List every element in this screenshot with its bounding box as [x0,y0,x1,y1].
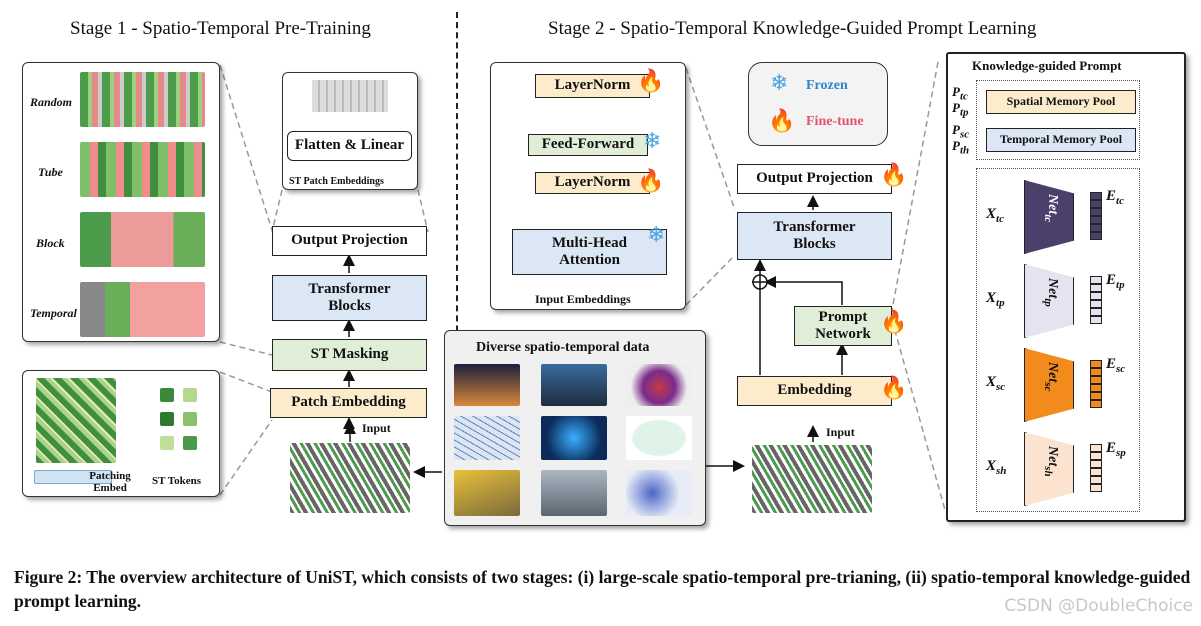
stage1-title: Stage 1 - Spatio-Temporal Pre-Training [70,18,371,39]
e-embedding-label: Etc [1106,188,1124,207]
p-label: Ptp [952,100,969,119]
e-embedding-label: Etp [1106,272,1125,291]
mask-label-block: Block [36,236,65,250]
feed-forward-box: Feed-Forward [528,134,648,156]
fire-icon: 🔥 [880,162,908,187]
fire-icon: 🔥 [768,108,796,133]
stage2-transformer-blocks: Transformer Blocks [737,212,892,260]
fire-icon: 🔥 [637,68,665,93]
thumb-heatmap [626,364,692,406]
legend-frozen: Frozen [806,78,848,93]
raw-grid-visual [36,378,116,463]
net-trapezoid [1024,264,1074,338]
thumb-clock [626,416,692,460]
snowflake-icon: ❄ [643,128,662,153]
layernorm-top-label: LayerNorm [554,77,631,94]
thumb-city [454,364,520,406]
fire-icon: 🔥 [637,168,665,193]
mask-visual-random [80,72,205,127]
embedding-stack [1090,276,1102,324]
thumb-network [626,470,692,516]
embedding-box: Embedding [737,376,892,406]
prompt-network-box: Prompt Network [794,306,892,346]
stage2-input-grids [752,445,872,513]
net-label: Nettc [1042,194,1060,223]
mask-label-temporal: Temporal [30,306,77,320]
embedding-stack [1090,360,1102,408]
watermark: CSDN @DoubleChoice [1004,596,1193,616]
thumb-taxis [454,470,520,516]
mask-label-tube: Tube [38,165,63,179]
embedding-stack [1090,192,1102,240]
figure-caption: Figure 2: The overview architecture of U… [14,567,1191,611]
patching-embed-label: Patching Embed [89,470,131,494]
layernorm-mid: LayerNorm [535,172,650,194]
flatten-linear-box: Flatten & Linear [287,131,412,161]
p-label: Ptc [952,84,968,103]
legend-finetune: Fine-tune [806,114,864,129]
input-embeddings-label: Input Embeddings [535,292,631,306]
net-trapezoid [1024,432,1074,506]
embedding-stack [1090,444,1102,492]
net-trapezoid [1024,180,1074,254]
thumb-smoke [541,470,607,516]
multi-head-attention-box: Multi-Head Attention [512,229,667,275]
patching-embed-slab [34,470,112,484]
mask-visual-tube [80,142,205,197]
temporal-memory-pool: Temporal Memory Pool [986,128,1136,152]
net-label: Nettp [1042,278,1060,307]
stage-divider [456,12,458,372]
st-patch-embeddings-label: ST Patch Embeddings [289,176,384,187]
e-embedding-label: Esp [1106,440,1126,459]
stage2-title: Stage 2 - Spatio-Temporal Knowledge-Guid… [548,18,1037,39]
x-input-label: Xsh [986,458,1007,477]
snowflake-icon: ❄ [770,70,789,95]
network-region [976,168,1140,512]
stage1-output-projection: Output Projection [272,226,427,256]
x-input-label: Xtc [986,206,1004,225]
st-masking-box: ST Masking [272,339,427,371]
stage1-input-grids [290,443,410,513]
net-label: Netsh [1042,446,1060,477]
mask-label-random: Random [30,95,73,109]
kgp-title: Knowledge-guided Prompt [972,58,1122,73]
st-tokens-label: ST Tokens [152,475,202,487]
p-label: Pth [952,138,970,157]
fire-icon: 🔥 [880,309,908,334]
snowflake-icon: ❄ [647,222,666,247]
net-label: Netsc [1042,362,1060,392]
stage1-input-label: Input [362,421,391,435]
e-embedding-label: Esc [1106,356,1126,375]
patch-embeddings-visual [312,80,388,112]
patch-embedding-box: Patch Embedding [270,388,427,418]
stage2-output-projection: Output Projection [737,164,892,194]
mask-visual-temporal [80,282,205,337]
diverse-data-title: Diverse spatio-temporal data [476,340,650,355]
mask-visual-block [80,212,205,267]
spatial-memory-pool: Spatial Memory Pool [986,90,1136,114]
p-label: Psc [952,122,970,141]
thumb-5g [541,416,607,460]
legend-panel [748,62,888,146]
thumb-bikes [541,364,607,406]
layernorm-mid-label: LayerNorm [554,174,631,191]
stage1-transformer-blocks: Transformer Blocks [272,275,427,321]
fire-icon: 🔥 [880,375,908,400]
x-input-label: Xtp [986,290,1005,309]
layernorm-top: LayerNorm [535,74,650,98]
feed-forward-label: Feed-Forward [541,136,635,153]
thumb-roadmap [454,416,520,460]
memory-pool-region [976,80,1140,160]
stage2-input-label: Input [826,425,855,439]
x-input-label: Xsc [986,374,1006,393]
